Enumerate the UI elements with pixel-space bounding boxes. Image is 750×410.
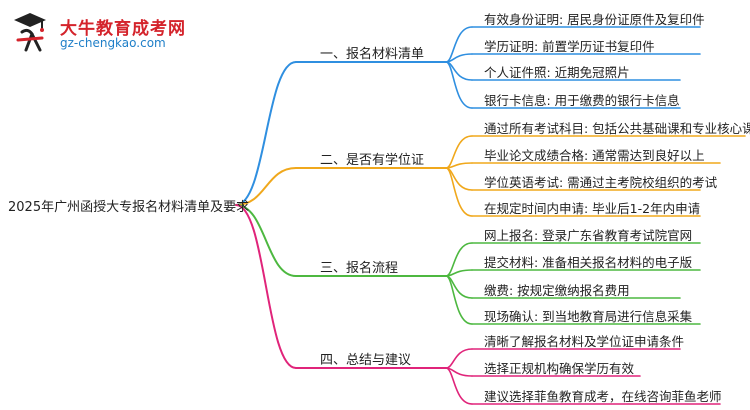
leaf-item: 学历证明: 前置学历证书复印件 bbox=[484, 39, 655, 54]
connector-line bbox=[445, 367, 473, 405]
connector-line bbox=[445, 275, 473, 325]
leaf-item: 毕业论文成绩合格: 通常需达到良好以上 bbox=[484, 148, 705, 163]
cap-figure-logo-icon bbox=[14, 13, 46, 52]
leaf-item: 学位英语考试: 需通过主考院校组织的考试 bbox=[484, 175, 718, 190]
branch-label: 四、总结与建议 bbox=[320, 353, 412, 368]
site-logo: 大牛教育成考网 gz-chengkao.com bbox=[8, 10, 188, 54]
leaf-item: 选择正规机构确保学历有效 bbox=[484, 361, 635, 376]
mindmap-root: 2025年广州函授大专报名材料清单及要求 bbox=[8, 200, 250, 215]
connector-line bbox=[445, 61, 473, 109]
connector-line bbox=[235, 167, 297, 206]
branch-label: 二、是否有学位证 bbox=[320, 153, 425, 168]
leaf-item: 网上报名: 登录广东省教育考试院官网 bbox=[484, 228, 693, 243]
connector-line bbox=[445, 167, 473, 217]
leaf-item: 个人证件照: 近期免冠照片 bbox=[484, 65, 630, 80]
branch-label: 三、报名流程 bbox=[320, 261, 399, 276]
leaf-item: 建议选择菲鱼教育成考，在线咨询菲鱼老师 bbox=[484, 389, 722, 404]
connector-line bbox=[235, 61, 297, 206]
leaf-item: 缴费: 按规定缴纳报名费用 bbox=[484, 283, 630, 298]
leaf-item: 有效身份证明: 居民身份证原件及复印件 bbox=[484, 12, 705, 27]
branch-label: 一、报名材料清单 bbox=[320, 47, 425, 62]
logo-title: 大牛教育成考网 bbox=[60, 19, 186, 39]
connector-line bbox=[445, 348, 473, 369]
leaf-item: 现场确认: 到当地教育局进行信息采集 bbox=[484, 309, 693, 324]
logo-url: gz-chengkao.com bbox=[60, 36, 166, 50]
leaf-item: 银行卡信息: 用于缴费的银行卡信息 bbox=[484, 93, 680, 108]
leaf-item: 在规定时间内申请: 毕业后1-2年内申请 bbox=[484, 201, 701, 216]
connector-line bbox=[235, 204, 297, 277]
connector-line bbox=[235, 204, 297, 369]
leaf-item: 提交材料: 准备相关报名材料的电子版 bbox=[484, 255, 693, 270]
leaf-item: 清晰了解报名材料及学位证申请条件 bbox=[484, 334, 685, 349]
leaf-item: 通过所有考试科目: 包括公共基础课和专业核心课 bbox=[484, 121, 750, 136]
